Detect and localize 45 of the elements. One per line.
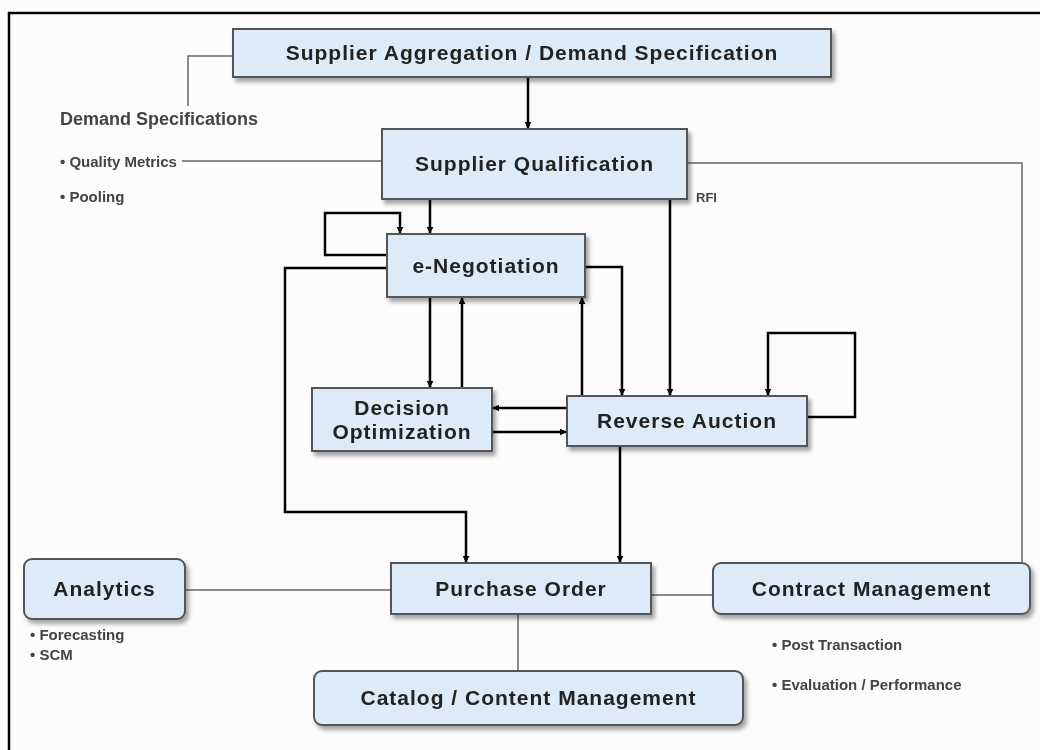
rounded-process-box bbox=[23, 558, 186, 620]
process-box bbox=[232, 28, 832, 78]
arrow bbox=[426, 298, 434, 388]
process-box bbox=[386, 233, 586, 298]
arrow bbox=[458, 297, 466, 387]
arrow bbox=[426, 200, 434, 234]
arrow bbox=[764, 331, 857, 419]
arrow bbox=[493, 428, 567, 436]
box-label: e-Negotiation bbox=[412, 253, 560, 278]
rounded-process-box bbox=[313, 670, 744, 726]
arrow bbox=[616, 447, 624, 563]
box-label: Reverse Auction bbox=[597, 409, 777, 433]
process-box bbox=[566, 395, 808, 447]
arrow bbox=[323, 211, 404, 257]
connector-line bbox=[651, 594, 713, 596]
bullet-note: • Forecasting bbox=[30, 626, 125, 643]
box-label: Analytics bbox=[53, 577, 156, 601]
process-box bbox=[381, 128, 688, 200]
edge-label: RFI bbox=[694, 190, 719, 205]
arrow bbox=[492, 404, 566, 412]
bullet-note: • Evaluation / Performance bbox=[772, 676, 962, 693]
process-box bbox=[390, 562, 652, 615]
box-label: Catalog / Content Management bbox=[360, 686, 697, 710]
connector-line bbox=[181, 160, 382, 162]
arrow bbox=[524, 78, 532, 129]
connector-line bbox=[687, 162, 1023, 563]
bullet-note: • SCM bbox=[30, 646, 73, 663]
connector-line bbox=[187, 55, 233, 107]
box-label: Purchase Order bbox=[435, 576, 607, 601]
rounded-process-box bbox=[712, 562, 1031, 615]
connector-line bbox=[185, 589, 391, 591]
arrow bbox=[578, 297, 586, 395]
arrow bbox=[666, 200, 674, 396]
annotation-text: • Quality Metrics bbox=[60, 152, 177, 170]
process-box bbox=[311, 387, 493, 452]
arrow bbox=[283, 266, 470, 563]
annotation-text: Demand Specifications bbox=[60, 108, 259, 130]
box-label: Supplier Qualification bbox=[415, 152, 654, 176]
box-label: Supplier Aggregation / Demand Specification bbox=[285, 41, 779, 65]
connector-line bbox=[517, 614, 519, 671]
bullet-note: • Post Transaction bbox=[772, 636, 903, 653]
annotation-text: • Pooling bbox=[60, 188, 125, 205]
arrow bbox=[586, 265, 626, 396]
box-label: Decision Optimization bbox=[331, 396, 473, 443]
box-label: Contract Management bbox=[751, 576, 992, 601]
